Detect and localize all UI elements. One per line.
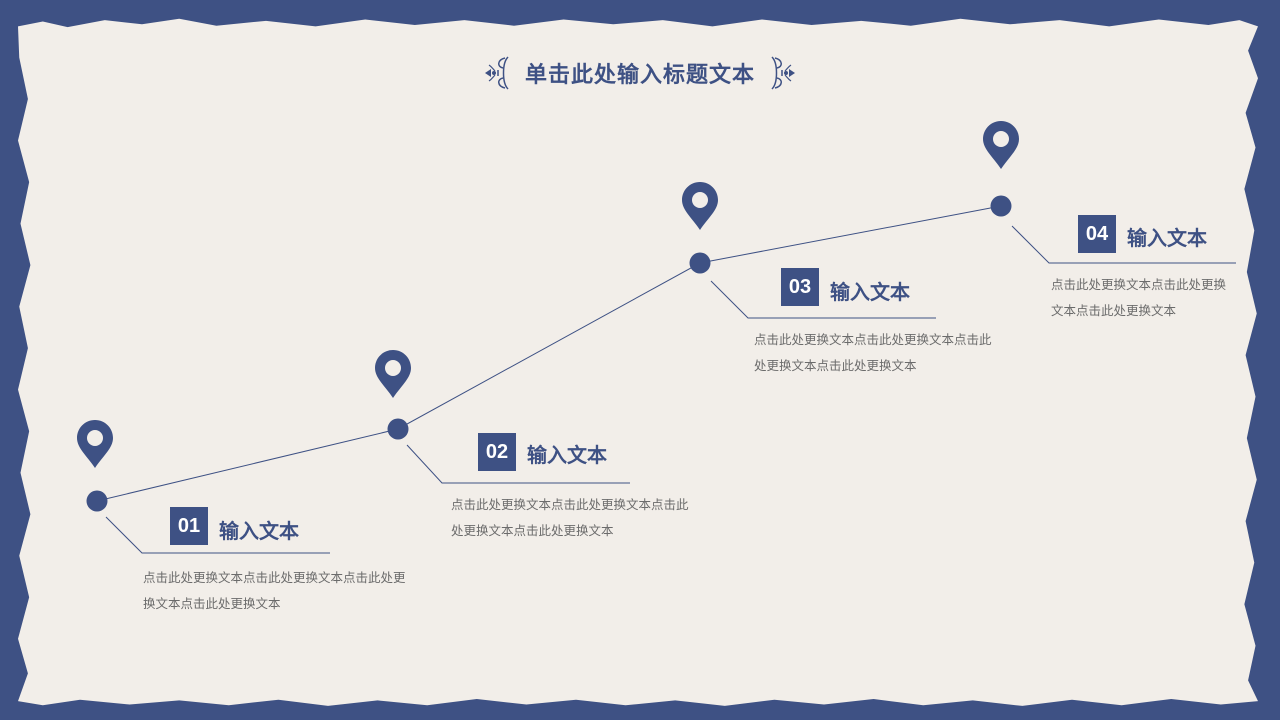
flourish-right-icon bbox=[771, 56, 795, 90]
step-number-badge: 04 bbox=[1078, 215, 1116, 253]
step-description[interactable]: 点击此处更换文本点击此处更换文本点击此处更换文本点击此处更换文本 bbox=[451, 497, 689, 538]
timeline-dot-1 bbox=[86, 490, 108, 512]
step-description[interactable]: 点击此处更换文本点击此处更换文本点击此处更换文本点击此处更换文本 bbox=[754, 332, 992, 373]
step-description[interactable]: 点击此处更换文本点击此处更换文本点击此处更换文本点击此处更换文本 bbox=[143, 570, 406, 611]
map-pin-icon bbox=[983, 121, 1019, 169]
flourish-left-icon bbox=[484, 56, 509, 90]
slide-title[interactable]: 单击此处输入标题文本 bbox=[524, 63, 755, 88]
map-pin-icon bbox=[375, 350, 411, 398]
paper-background bbox=[18, 18, 1258, 706]
step-number-badge: 02 bbox=[478, 433, 516, 471]
step-number-badge: 01 bbox=[170, 507, 208, 545]
step-title[interactable]: 输入文本 bbox=[219, 519, 299, 543]
map-pin-icon bbox=[682, 182, 718, 230]
step-description[interactable]: 点击此处更换文本点击此处更换文本点击此处更换文本 bbox=[1051, 277, 1227, 318]
step-number-badge: 03 bbox=[781, 268, 819, 306]
map-pin-icon bbox=[77, 420, 113, 468]
step-title[interactable]: 输入文本 bbox=[1127, 226, 1207, 250]
title-area: 单击此处输入标题文本 bbox=[0, 52, 1280, 94]
timeline-dot-4 bbox=[990, 195, 1012, 217]
timeline-dot-2 bbox=[387, 418, 409, 440]
step-title[interactable]: 输入文本 bbox=[527, 443, 607, 467]
step-title[interactable]: 输入文本 bbox=[830, 280, 910, 304]
timeline-dot-3 bbox=[689, 252, 711, 274]
